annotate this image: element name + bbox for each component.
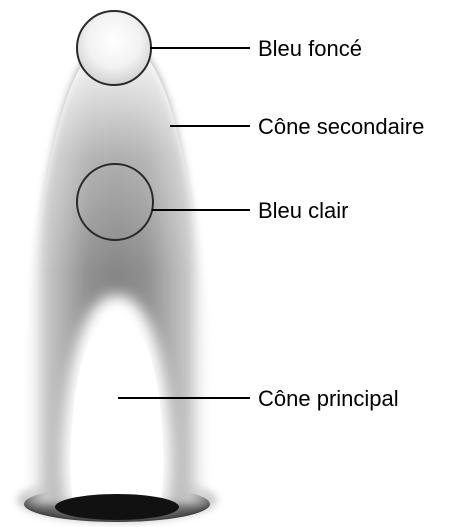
label-light-blue: Bleu clair <box>258 198 348 223</box>
label-dark-blue: Bleu foncé <box>258 36 362 61</box>
core-base-shadow <box>55 494 179 520</box>
label-primary-cone: Cône principal <box>258 386 399 411</box>
label-secondary-cone: Cône secondaire <box>258 114 424 139</box>
dark-blue-circle <box>77 11 151 85</box>
